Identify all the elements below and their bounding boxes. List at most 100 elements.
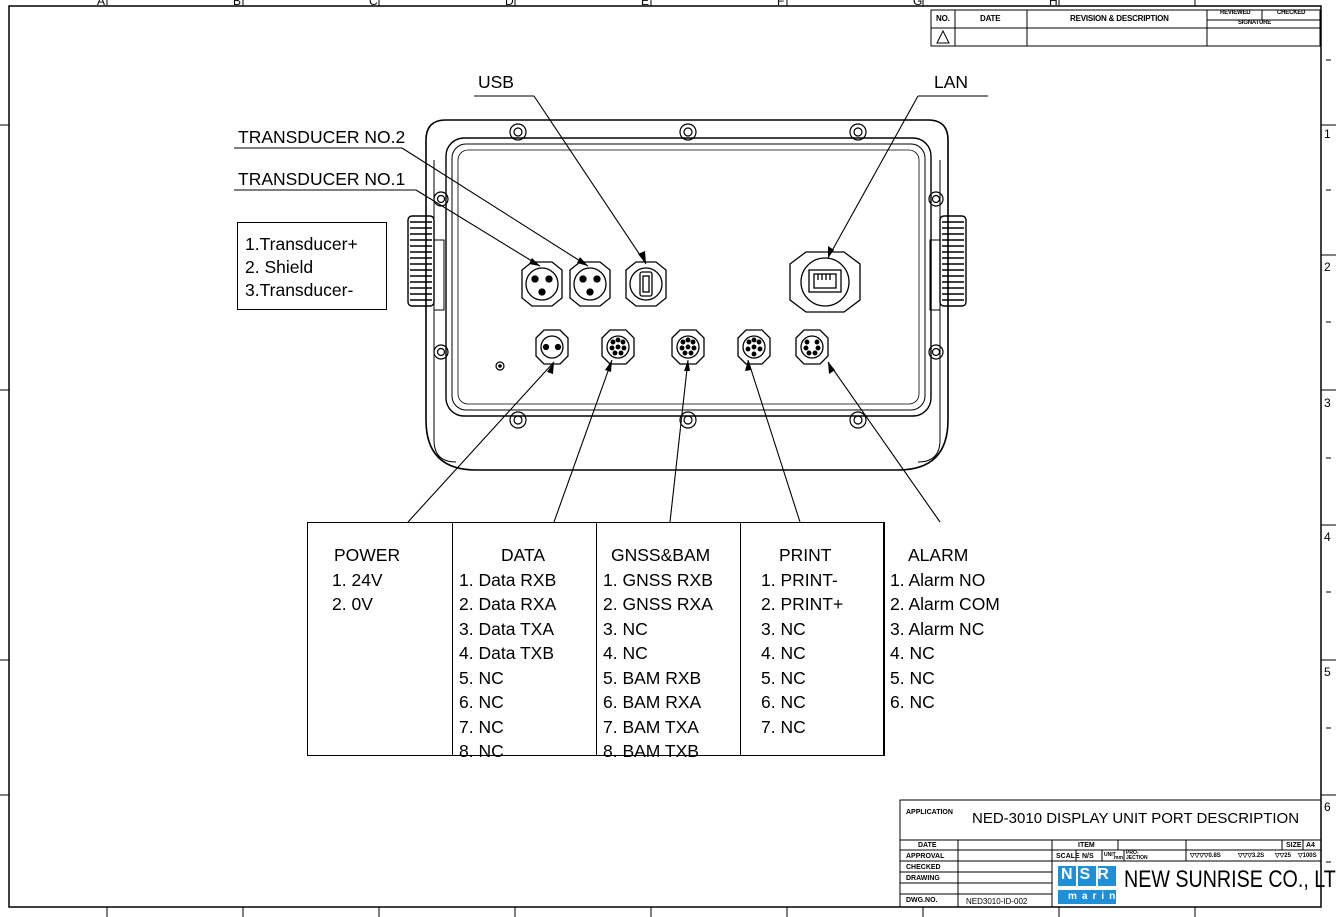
usb-connector <box>625 261 667 307</box>
screws <box>433 123 944 429</box>
tb-scale-value: N/S <box>1082 853 1094 860</box>
port-pin-table: POWER 1. 24V 2. 0V DATA 1. Data RXB 2. D… <box>307 522 1000 761</box>
port-pin: 1. Data RXB <box>459 569 557 590</box>
tb-size-label: SIZE <box>1286 842 1302 849</box>
nsr-logo-text: NSR <box>1061 866 1116 883</box>
port-header: ALARM <box>908 545 969 565</box>
transducer-pin: 1.Transducer+ <box>245 234 358 254</box>
port-pin: 7. BAM TXA <box>603 716 699 737</box>
port-pin: 3. Alarm NC <box>890 618 985 639</box>
screw-icon <box>433 344 449 360</box>
tb-surface-3: ▽▽25 <box>1275 853 1291 859</box>
port-pin: 7. NC <box>459 716 504 737</box>
rev-signature-label: SIGNATURE <box>1238 20 1272 26</box>
port-pin: 4. NC <box>890 643 935 663</box>
port-column-alarm: ALARM 1. Alarm NO 2. Alarm COM 3. Alarm … <box>884 523 1000 755</box>
port-pin: 2. Alarm COM <box>890 594 1000 614</box>
grid-col-label: B <box>233 0 242 8</box>
port-pin: 4. NC <box>761 643 806 663</box>
grid-col-label: C <box>369 0 378 8</box>
rev-no-label: NO. <box>936 14 950 23</box>
rev-checked-label: CHECKED <box>1277 10 1306 16</box>
tb-unit-label: UNIT <box>1104 852 1116 858</box>
transducer2-label: TRANSDUCER NO.2 <box>238 127 406 147</box>
port-column-data: DATA 1. Data RXB 2. Data RXA 3. Data TXA… <box>453 523 597 761</box>
grid-col-label: G <box>913 0 923 8</box>
tb-unit-value: mm <box>1114 855 1123 861</box>
right-knob <box>939 215 967 307</box>
lan-label: LAN <box>934 72 969 92</box>
rev-desc-label: REVISION & DESCRIPTION <box>1070 14 1169 23</box>
tb-projection-label: PRO-JECTION <box>1126 850 1148 861</box>
grid-col-label: A <box>97 0 106 8</box>
port-pin: 2. PRINT+ <box>761 594 844 614</box>
port-header: DATA <box>501 545 546 565</box>
power-connector <box>535 329 569 365</box>
tb-dwg-no-label: DWG.NO. <box>906 897 938 904</box>
screw-icon <box>509 411 527 429</box>
grid-col-label: H <box>1049 0 1058 8</box>
usb-label: USB <box>478 72 514 92</box>
port-column-gnss-bam: GNSS&BAM 1. GNSS RXB 2. GNSS RXA 3. NC 4… <box>597 523 741 761</box>
port-pin: 2. Data RXA <box>459 594 557 614</box>
transducer1-label: TRANSDUCER NO.1 <box>238 169 406 189</box>
port-pin: 8. BAM TXB <box>603 741 699 761</box>
grid-row-label: 3 <box>1324 396 1331 410</box>
port-pin: 5. NC <box>890 667 935 688</box>
rev-date-label: DATE <box>980 14 1001 23</box>
revision-table <box>930 9 1321 47</box>
port-pin: 1. PRINT- <box>761 569 838 590</box>
port-pin: 5. NC <box>761 667 806 688</box>
screw-icon <box>928 344 944 360</box>
drawing-number: NED3010-ID-002 <box>966 897 1028 906</box>
port-pin: 7. NC <box>761 716 806 737</box>
company-name: NEW SUNRISE CO., LTD. <box>1124 866 1336 893</box>
grid-col-label: F <box>777 0 785 8</box>
screw-icon <box>849 123 867 141</box>
port-pin: 3. NC <box>761 618 806 639</box>
port-pin: 4. NC <box>603 643 648 663</box>
tb-item-label: ITEM <box>1078 842 1095 849</box>
port-pin: 2. GNSS RXA <box>603 594 713 614</box>
port-pin: 6. NC <box>761 692 806 712</box>
port-pin: 3. NC <box>603 618 648 639</box>
transducer-1-connector <box>521 261 563 307</box>
lan-connector <box>789 251 861 313</box>
arrowheads <box>529 246 835 374</box>
rev-reviewed-label: REVIEWED <box>1220 10 1251 16</box>
port-pin: 6. BAM RXA <box>603 692 702 712</box>
grid-row-label: 4 <box>1324 530 1331 544</box>
port-header: GNSS&BAM <box>611 545 711 565</box>
alarm-connector <box>795 329 829 365</box>
screw-icon <box>849 411 867 429</box>
title-block-frame <box>899 799 1322 908</box>
leader-lines <box>234 95 988 523</box>
print-connector <box>737 329 771 365</box>
tb-drawing-label: DRAWING <box>906 875 940 882</box>
transducer-pin-box: 1.Transducer+ 2. Shield 3.Transducer- <box>237 222 387 310</box>
tb-surface-1: ▽▽▽▽0.8S <box>1190 853 1221 859</box>
tb-application-label: APPLICATION <box>906 809 953 816</box>
ground-point-icon <box>495 361 505 371</box>
port-header: PRINT <box>779 545 832 565</box>
port-pin: 5. BAM RXB <box>603 667 702 688</box>
nsr-logo <box>1056 864 1116 904</box>
tb-checked-label: CHECKED <box>906 864 941 871</box>
tb-surface-4: ▽100S <box>1298 853 1317 859</box>
left-knob <box>407 215 435 307</box>
port-pin: 3. Data TXA <box>459 618 555 639</box>
port-column-print: PRINT 1. PRINT- 2. PRINT+ 3. NC 4. NC 5.… <box>741 523 884 755</box>
screw-icon <box>679 411 697 429</box>
tb-size-value: A4 <box>1306 842 1315 849</box>
gnss-bam-connector <box>671 329 705 365</box>
display-unit-body <box>425 119 949 471</box>
port-pin: 4. Data TXB <box>459 643 555 663</box>
drawing-title: NED-3010 DISPLAY UNIT PORT DESCRIPTION <box>972 810 1300 827</box>
zone-ticks-right <box>0 59 1336 863</box>
port-pin: 1. GNSS RXB <box>603 569 713 590</box>
tb-approval-label: APPROVAL <box>906 853 945 860</box>
drawing-frame <box>8 5 1322 908</box>
port-pin: 8. NC <box>459 741 504 761</box>
grid-row-label: 6 <box>1324 800 1331 814</box>
